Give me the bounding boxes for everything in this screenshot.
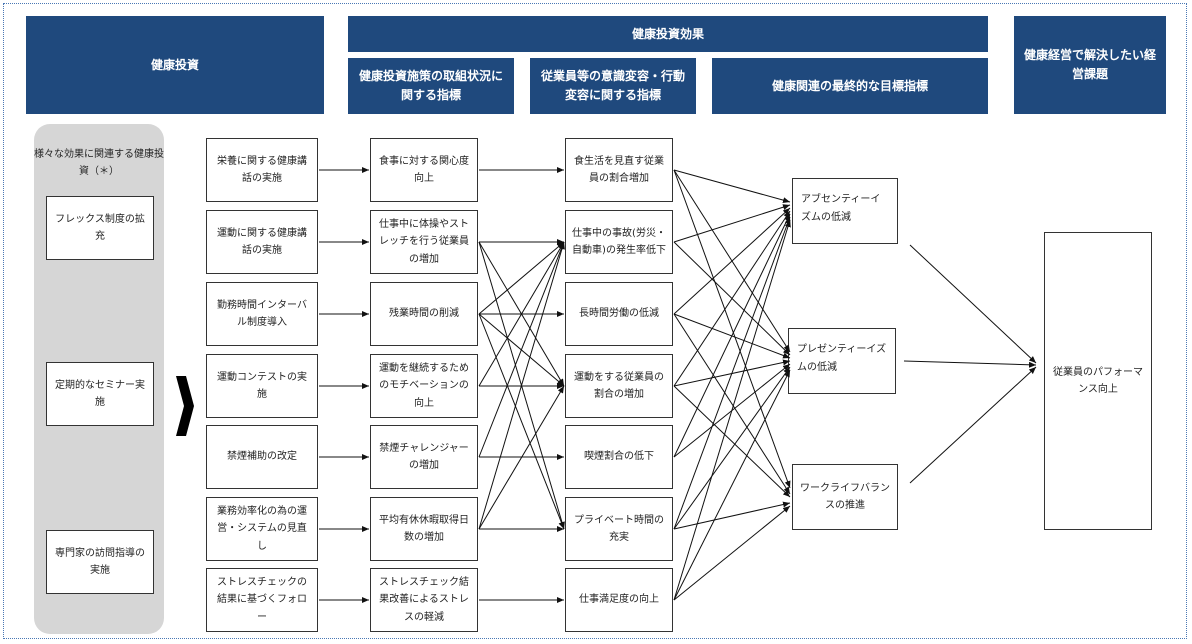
investment-box: 勤務時間インターバル制度導入	[206, 282, 318, 346]
final-indicator-box: ワークライフバランスの推進	[792, 464, 898, 530]
investment-box: 業務効率化の為の運営・システムの見直し	[206, 497, 318, 561]
initiative-indicator-box: 仕事中に体操やストレッチを行う従業員の増加	[370, 210, 478, 274]
investment-box: 運動に関する健康講話の実施	[206, 210, 318, 274]
behavior-indicator-box: プライベート時間の充実	[565, 497, 673, 561]
behavior-indicator-box: 運動をする従業員の割合の増加	[565, 354, 673, 418]
behavior-indicator-box: 長時間労働の低減	[565, 282, 673, 346]
behavior-indicator-box: 喫煙割合の低下	[565, 425, 673, 489]
header-issue: 健康経営で解決したい経営課題	[1014, 16, 1166, 114]
panel-item: 専門家の訪問指導の実施	[46, 530, 154, 594]
initiative-indicator-box: 平均有休休暇取得日数の増加	[370, 497, 478, 561]
header-investment: 健康投資	[26, 16, 324, 114]
behavior-indicator-box: 仕事満足度の向上	[565, 568, 673, 632]
header-effect-sub1: 健康投資施策の取組状況に関する指標	[348, 58, 514, 114]
investment-box: 禁煙補助の改定	[206, 425, 318, 489]
header-effect-sub2: 従業員等の意識変容・行動変容に関する指標	[530, 58, 696, 114]
panel-title: 様々な効果に関連する健康投資（＊）	[34, 149, 164, 177]
final-indicator-box: アブセンティーイズムの低減	[792, 178, 898, 244]
initiative-indicator-box: 残業時間の削減	[370, 282, 478, 346]
header-effect: 健康投資効果	[348, 16, 988, 52]
initiative-indicator-box: 運動を継続するためのモチベーションの向上	[370, 354, 478, 418]
investment-box: 運動コンテストの実施	[206, 354, 318, 418]
behavior-indicator-box: 仕事中の事故(労災・自動車)の発生率低下	[565, 210, 673, 274]
investment-box: 栄養に関する健康講話の実施	[206, 138, 318, 202]
initiative-indicator-box: 食事に対する関心度向上	[370, 138, 478, 202]
initiative-indicator-box: ストレスチェック結果改善によるストレスの軽減	[370, 568, 478, 632]
behavior-indicator-box: 食生活を見直す従業員の割合増加	[565, 138, 673, 202]
business-issue-box: 従業員のパフォーマンス向上	[1044, 232, 1152, 530]
panel-item: 定期的なセミナー実施	[46, 362, 154, 426]
diagram-frame	[3, 3, 1187, 639]
initiative-indicator-box: 禁煙チャレンジャーの増加	[370, 425, 478, 489]
investment-box: ストレスチェックの結果に基づくフォロー	[206, 568, 318, 632]
final-indicator-box: プレゼンティーイズムの低減	[788, 328, 896, 394]
header-effect-sub3: 健康関連の最終的な目標指標	[712, 58, 988, 114]
panel-item: フレックス制度の拡充	[46, 196, 154, 260]
